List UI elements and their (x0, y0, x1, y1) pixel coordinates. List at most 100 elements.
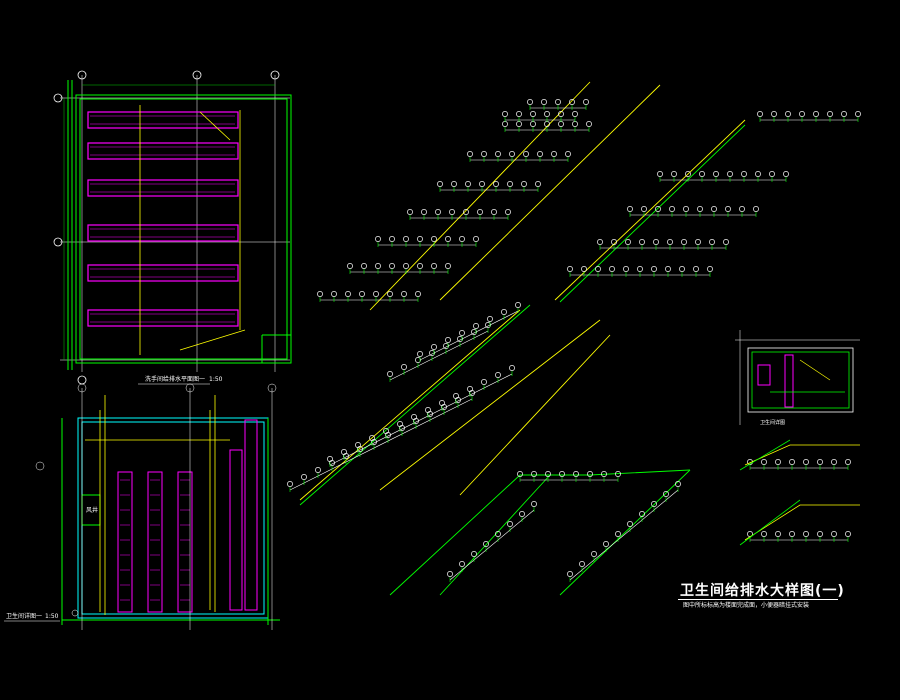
fixture-symbol (445, 337, 451, 343)
fixture-symbol (755, 171, 761, 177)
fixture-symbol (579, 561, 585, 567)
fixture-symbol (495, 372, 501, 378)
fixture-symbol (531, 501, 537, 507)
fixture-symbol (727, 171, 733, 177)
lower-plan-grid (35, 383, 277, 630)
fixture-symbol (615, 471, 621, 477)
isometric-diagrams (287, 81, 861, 596)
fixture-symbol (639, 239, 645, 245)
fixture-symbol (827, 111, 833, 117)
fixture-symbol (615, 531, 621, 537)
fixture-symbol (541, 99, 547, 105)
fixture-symbol (375, 236, 381, 242)
fixture-symbol (572, 111, 578, 117)
fixture-symbol (545, 471, 551, 477)
fixture-symbol (491, 209, 497, 215)
upper-plan-walls (67, 80, 292, 370)
fixture-symbol (639, 511, 645, 517)
fixture-symbol (741, 171, 747, 177)
title-underline (678, 599, 838, 600)
fixture-symbol (813, 111, 819, 117)
fixture-symbol (845, 531, 851, 537)
fixture-symbol (597, 239, 603, 245)
isometric-main-risers (299, 81, 746, 501)
fixture-symbol (425, 407, 431, 413)
fixture-symbol (625, 239, 631, 245)
fixture-symbol (572, 121, 578, 127)
fixture-symbol (473, 236, 479, 242)
fixture-symbol (411, 414, 417, 420)
isometric-branch-lines (289, 107, 858, 581)
fixture-symbol (417, 236, 423, 242)
fixture-symbol (544, 121, 550, 127)
fixture-symbol (537, 151, 543, 157)
fixture-symbol (695, 239, 701, 245)
fixture-symbol (761, 531, 767, 537)
fixture-symbol (667, 239, 673, 245)
fixture-symbol (623, 266, 629, 272)
isometric-drain-risers (299, 124, 746, 596)
iso-branch-line (449, 509, 535, 581)
fixture-symbol (517, 471, 523, 477)
fixture-symbol (591, 551, 597, 557)
fixture-symbol (519, 511, 525, 517)
fixture-symbol (783, 171, 789, 177)
fixture-symbol (401, 291, 407, 297)
fixture-symbol (473, 323, 479, 329)
fixture-symbol (757, 111, 763, 117)
fixture-symbol (558, 121, 564, 127)
lower-plan-room-label: 风井 (86, 506, 98, 514)
fixture-symbol (789, 459, 795, 465)
fixture-symbol (693, 266, 699, 272)
fixture-symbol (407, 209, 413, 215)
fixture-symbol (341, 449, 347, 455)
fixture-symbol (669, 206, 675, 212)
fixture-symbol (421, 209, 427, 215)
fixture-symbol (559, 471, 565, 477)
fixture-symbol (569, 99, 575, 105)
fixture-symbol (771, 111, 777, 117)
small-detail-iso (739, 439, 860, 546)
fixture-symbol (487, 316, 493, 322)
fixture-symbol (505, 209, 511, 215)
fixture-symbol (651, 501, 657, 507)
lower-plan-walls (77, 417, 269, 619)
fixture-symbol (586, 121, 592, 127)
fixture-symbol (601, 471, 607, 477)
fixture-symbol (301, 474, 307, 480)
lower-plan-green-walls (61, 418, 280, 625)
fixture-symbol (817, 459, 823, 465)
fixture-symbol (387, 371, 393, 377)
fixture-symbol (317, 291, 323, 297)
upper-plan-pipes (139, 105, 246, 355)
fixture-symbol (817, 531, 823, 537)
fixture-symbol (355, 442, 361, 448)
fixture-symbol (530, 121, 536, 127)
fixture-symbol (359, 291, 365, 297)
fixture-symbol (403, 236, 409, 242)
small-detail: 卫生间详图 (735, 330, 860, 546)
fixture-symbol (403, 263, 409, 269)
fixture-symbol (531, 471, 537, 477)
fixture-symbol (789, 531, 795, 537)
fixture-symbol (761, 459, 767, 465)
fixture-symbol (799, 111, 805, 117)
fixture-symbol (509, 151, 515, 157)
lower-plan-fixture-detail (120, 479, 190, 601)
fixture-symbol (523, 151, 529, 157)
fixture-symbol (415, 357, 421, 363)
fixture-symbol (725, 206, 731, 212)
fixture-symbol (785, 111, 791, 117)
iso-branch-line (289, 398, 473, 491)
fixture-symbol (465, 181, 471, 187)
fixture-symbol (707, 266, 713, 272)
fixture-symbol (637, 266, 643, 272)
fixture-symbol (315, 467, 321, 473)
fixture-symbol (803, 459, 809, 465)
fixture-symbol (685, 171, 691, 177)
fixture-symbol (327, 456, 333, 462)
fixture-symbol (515, 302, 521, 308)
upper-plan-grid-lines (60, 75, 290, 372)
